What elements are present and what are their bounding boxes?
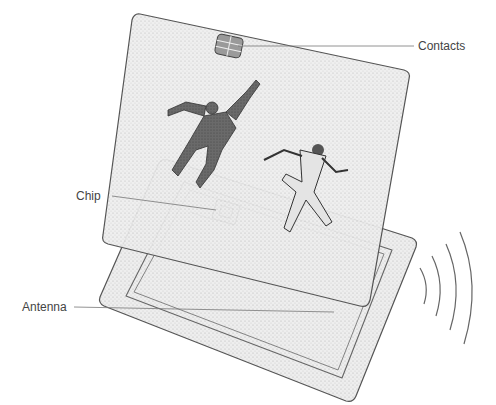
top-card bbox=[103, 14, 410, 307]
leader-line bbox=[238, 46, 414, 47]
leader-line bbox=[112, 196, 216, 210]
leader-line bbox=[74, 307, 334, 312]
jumping-figure bbox=[168, 80, 260, 188]
running-figure bbox=[264, 144, 348, 232]
part-label: Chip bbox=[76, 189, 101, 203]
radio-waves bbox=[420, 232, 472, 344]
part-label: Contacts bbox=[418, 39, 465, 53]
part-label: Antenna bbox=[22, 300, 67, 314]
